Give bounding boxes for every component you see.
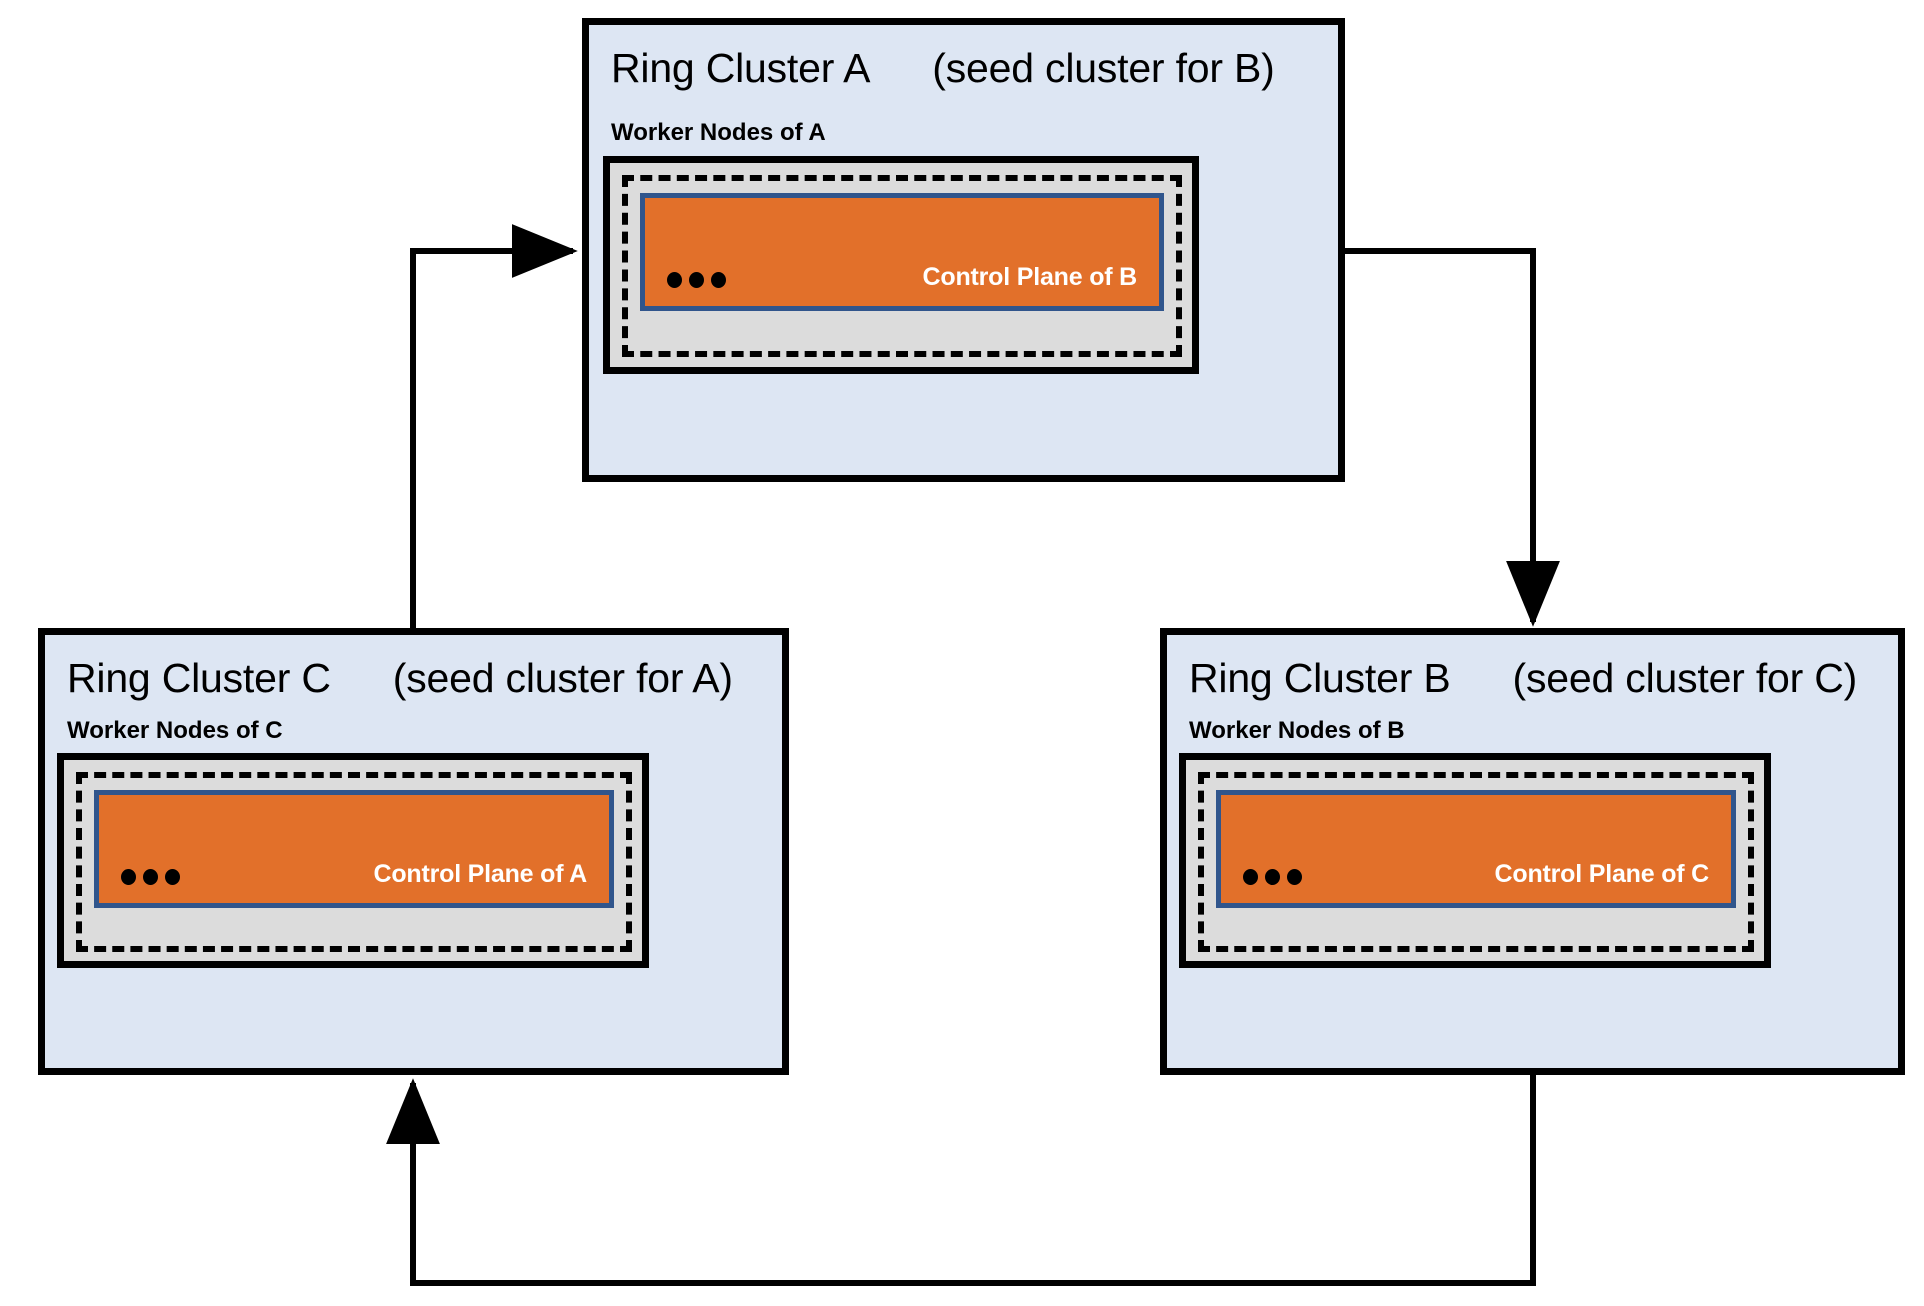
cluster-a-worker-box[interactable]: Control Plane of B (603, 156, 1199, 374)
ellipsis-icon (1243, 869, 1302, 885)
cluster-c-control-plane-label: Control Plane of A (373, 860, 587, 888)
cluster-a-name: Ring Cluster A (611, 44, 871, 91)
cluster-b-node-boundary (1198, 772, 1754, 952)
cluster-a-worker-label: Worker Nodes of A (611, 119, 826, 146)
arrow-b-to-c (386, 1075, 1536, 1286)
cluster-b-worker-label: Worker Nodes of B (1189, 717, 1405, 744)
cluster-b-control-plane[interactable]: Control Plane of C (1216, 790, 1736, 908)
cluster-c-name: Ring Cluster C (67, 654, 331, 701)
cluster-a-control-plane[interactable]: Control Plane of B (640, 193, 1164, 311)
cluster-a-seed-note: (seed cluster for B) (932, 44, 1275, 91)
cluster-c-worker-label: Worker Nodes of C (67, 717, 283, 744)
cluster-c-control-plane[interactable]: Control Plane of A (94, 790, 614, 908)
cluster-c-worker-box[interactable]: Control Plane of A (57, 753, 649, 968)
cluster-b-worker-box[interactable]: Control Plane of C (1179, 753, 1771, 968)
ellipsis-icon (121, 869, 180, 885)
cluster-a-node-boundary (622, 175, 1182, 357)
arrow-c-to-a (410, 224, 578, 628)
ellipsis-icon (667, 272, 726, 288)
cluster-a-title-row: Ring Cluster A (seed cluster for B) (611, 39, 1328, 97)
cluster-a[interactable]: Ring Cluster A (seed cluster for B) Work… (582, 18, 1345, 482)
cluster-c-seed-note: (seed cluster for A) (392, 654, 733, 701)
cluster-b-title-row: Ring Cluster B (seed cluster for C) (1189, 649, 1888, 707)
cluster-b[interactable]: Ring Cluster B (seed cluster for C) Work… (1160, 628, 1905, 1075)
cluster-c-title-row: Ring Cluster C (seed cluster for A) (67, 649, 772, 707)
cluster-b-control-plane-label: Control Plane of C (1494, 860, 1710, 888)
cluster-c-node-boundary (76, 772, 632, 952)
cluster-c[interactable]: Ring Cluster C (seed cluster for A) Work… (38, 628, 789, 1075)
cluster-a-control-plane-label: Control Plane of B (922, 263, 1138, 291)
cluster-b-name: Ring Cluster B (1189, 654, 1451, 701)
cluster-b-seed-note: (seed cluster for C) (1512, 654, 1858, 701)
arrow-a-to-b (1345, 248, 1560, 627)
